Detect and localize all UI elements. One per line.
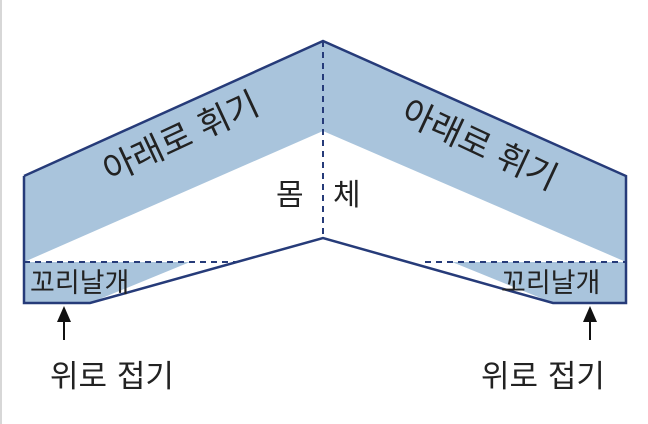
right-fold-label: 위로 접기 [481,359,605,395]
left-up-arrow-icon [57,306,71,340]
right-tail-label: 꼬리날개 [501,268,600,299]
plane-outline [22,39,628,305]
body-right-label: 체 [333,178,361,213]
right-tail-panel [452,262,626,303]
left-border-line [0,0,2,424]
left-wing-panel [24,41,323,262]
left-tail-label: 꼬리날개 [30,268,129,299]
body-left-label: 몸 [276,178,304,213]
left-tail-panel [24,262,190,303]
right-up-arrow-icon [583,306,597,340]
left-fold-label: 위로 접기 [50,359,174,395]
right-wing-panel [323,41,626,262]
